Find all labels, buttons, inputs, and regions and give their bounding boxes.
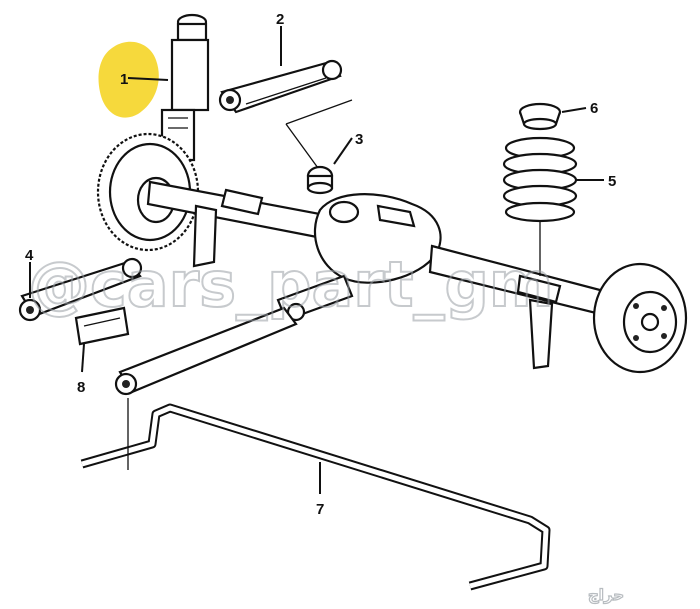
watermark-handle: @cars_part_gm (28, 248, 554, 321)
callout-2: 2 (276, 11, 284, 28)
bushing-3 (306, 165, 334, 195)
bracket-8 (74, 306, 130, 346)
leader-line-6 (561, 107, 587, 113)
coil-spring-5 (502, 136, 578, 223)
right-brake-drum (592, 262, 688, 374)
callout-6: 6 (590, 100, 598, 117)
projection-line (285, 99, 353, 125)
yellow-highlight-mark (98, 41, 159, 118)
callout-7: 7 (316, 501, 324, 518)
projection-line (285, 123, 319, 169)
watermark-brand: حراج (588, 586, 624, 604)
callout-4: 4 (25, 247, 34, 264)
callout-5: 5 (608, 173, 616, 190)
leader-line-3 (333, 137, 353, 165)
callout-1: 1 (120, 71, 128, 88)
lower-control-arm-4 (18, 257, 143, 322)
rear-axle-housing (146, 180, 602, 370)
spring-insulator-6 (518, 102, 562, 131)
leader-line-8 (81, 343, 85, 373)
leader-line-1 (127, 77, 169, 81)
stabilizer-bar-7 (80, 398, 551, 591)
callout-3: 3 (355, 131, 363, 148)
lower-shock-absorber (114, 306, 298, 396)
upper-control-arm-2 (218, 59, 343, 114)
callout-8: 8 (77, 379, 85, 396)
